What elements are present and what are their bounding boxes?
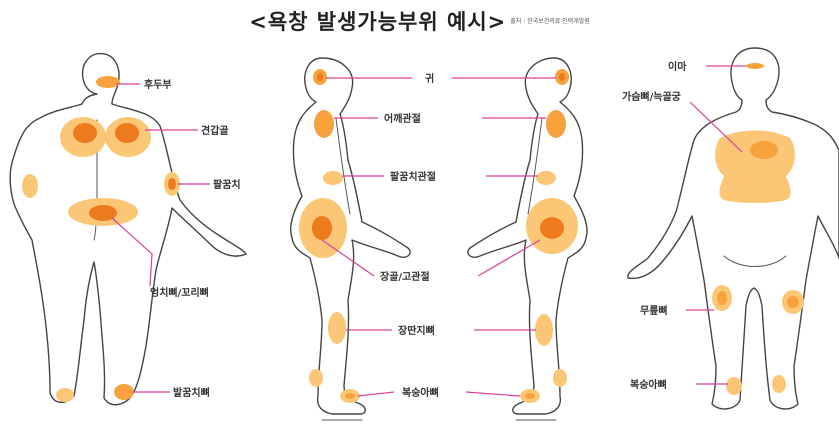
leader-ankle-right [466,392,520,396]
knee-right-core [787,296,799,308]
label-hip-joint: 장골/고관절 [380,270,430,283]
label-calf: 장딴지뼈 [398,324,435,337]
ear-left-core [317,73,323,81]
label-ear: 귀 [425,72,434,85]
scapula-right-inner [115,123,139,143]
label-chest: 가슴뼈/늑골궁 [622,90,681,103]
leader-ankle-left [358,392,394,396]
chest-inner [750,141,778,159]
label-forehead: 이마 [668,60,687,73]
label-heel: 발꿈치뼈 [173,386,210,399]
ankle-front-left-spot [726,377,742,395]
elbow-joint-right-spot [536,171,556,185]
forehead-spot [746,63,764,69]
heel-right-spot [114,384,134,400]
calf-right-spot [535,314,553,346]
label-ankle-front: 복숭아뼈 [630,378,667,391]
elbow-left-spot [22,174,38,198]
heel-left-spot [56,388,74,402]
label-ankle-side: 복숭아뼈 [402,386,439,399]
ankle-right-core [525,393,535,399]
ankle-front-right-spot [772,375,786,393]
calf-left-spot [328,312,346,344]
figure-front-view: 이마 가슴뼈/늑골궁 무릎뼈 복숭아뼈 [622,48,839,409]
label-knee: 무릎뼈 [640,304,668,317]
label-elbow: 팔꿈치 [213,178,241,191]
shoulder-left-spot [314,110,334,138]
figure-side-view-left [291,58,410,420]
figure-back-view: 후두부 견갑골 팔꿈치 엉치뼈/꼬리뼈 발꿈치뼈 [10,54,246,405]
label-shoulder-joint: 어깨관절 [384,112,421,125]
label-occiput: 후두부 [144,78,172,91]
occiput-spot [96,76,120,88]
elbow-joint-left-spot [323,171,343,185]
ankle-right-spot-a [553,369,567,387]
ear-right-core [559,73,565,81]
shoulder-right-spot [546,110,566,138]
elbow-right-core [168,178,176,190]
back-body-outline [10,54,246,405]
figure-side-view-right [468,58,587,420]
label-buttock-coccyx: 엉치뼈/꼬리뼈 [150,286,209,299]
scapula-left-inner [73,123,97,143]
label-elbow-joint: 팔꿈치관절 [390,170,436,183]
ankle-left-spot-a [309,369,323,387]
chest-outer [715,131,795,204]
knee-left-core [717,291,727,305]
hip-left-inner [312,216,332,240]
label-shoulder-blade: 견갑골 [201,124,229,137]
ankle-left-core [345,393,355,399]
hip-right-inner [540,217,564,239]
